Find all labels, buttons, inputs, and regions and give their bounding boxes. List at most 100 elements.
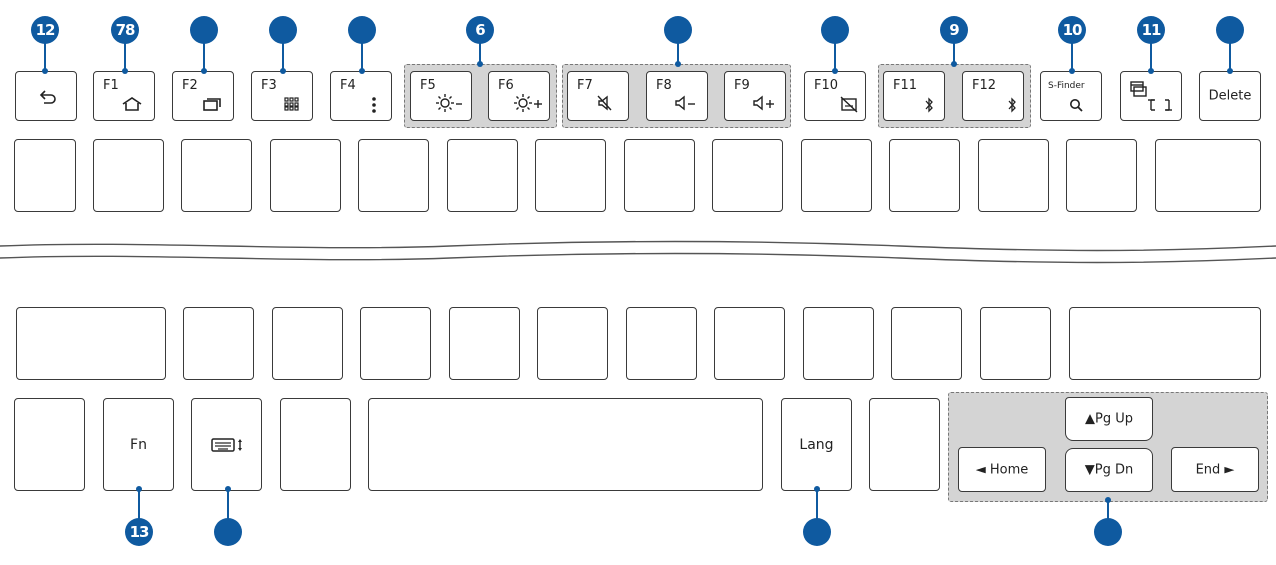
keyboard-key[interactable] (801, 139, 872, 212)
callout-leader (834, 40, 836, 71)
f3-key[interactable]: F3 (251, 71, 313, 121)
search-icon (1070, 99, 1083, 112)
page-up-key[interactable]: ▲Pg Up (1065, 397, 1153, 441)
callout-badge: 6 (466, 16, 494, 44)
callout-leader (124, 40, 126, 71)
space-key[interactable] (368, 398, 763, 491)
multi-window-key[interactable] (1120, 71, 1182, 121)
fn-key[interactable]: Fn (103, 398, 174, 491)
callout-dot (1227, 68, 1233, 74)
keyboard-key[interactable] (270, 139, 341, 212)
f8-key[interactable]: F8 (646, 71, 708, 121)
keyboard-break-lines (0, 240, 1276, 264)
callout-leader (953, 40, 955, 64)
keyboard-key[interactable] (1066, 139, 1137, 212)
end-label: End ► (1195, 462, 1235, 477)
delete-key[interactable]: Delete (1199, 71, 1261, 121)
bluetooth-icon (1008, 97, 1016, 113)
callout-leader (1150, 40, 1152, 71)
keyboard-key[interactable] (869, 398, 940, 491)
home-key[interactable]: ◄ Home (958, 447, 1046, 492)
callout-dot (832, 68, 838, 74)
callout-badge: 13 (125, 518, 153, 546)
callout-leader (479, 40, 481, 64)
callout-leader (282, 40, 284, 71)
f3-label: F3 (261, 78, 277, 93)
back-key[interactable] (15, 71, 77, 121)
f10-label: F10 (814, 78, 839, 93)
f8-label: F8 (656, 78, 672, 93)
keyboard-key[interactable] (978, 139, 1049, 212)
callout-badge (821, 16, 849, 44)
callout-dot (42, 68, 48, 74)
f1-label: F1 (103, 78, 119, 93)
keyboard-key[interactable] (183, 307, 254, 380)
volume-down-icon (675, 95, 695, 111)
keyboard-key[interactable] (624, 139, 695, 212)
keyboard-key[interactable] (537, 307, 608, 380)
keyboard-key[interactable] (93, 139, 164, 212)
keyboard-key[interactable] (1155, 139, 1261, 212)
callout-dot (1105, 497, 1111, 503)
keyboard-key[interactable] (889, 139, 960, 212)
keyboard-key[interactable] (447, 139, 518, 212)
keyboard-key[interactable] (14, 398, 85, 491)
lang-label: Lang (799, 436, 834, 453)
callout-leader (677, 40, 679, 64)
fn-label: Fn (130, 436, 147, 453)
page-down-key[interactable]: ▼Pg Dn (1065, 448, 1153, 492)
keyboard-key[interactable] (891, 307, 962, 380)
callout-leader (1071, 40, 1073, 71)
callout-leader (44, 40, 46, 71)
touchpad-off-icon (840, 96, 858, 113)
keyboard-key[interactable] (714, 307, 785, 380)
f12-key[interactable]: F12 (962, 71, 1024, 121)
f9-key[interactable]: F9 (724, 71, 786, 121)
callout-dot (359, 68, 365, 74)
f4-label: F4 (340, 78, 356, 93)
keyboard-key[interactable] (181, 139, 252, 212)
callout-leader (1229, 40, 1231, 71)
f11-key[interactable]: F11 (883, 71, 945, 121)
volume-up-icon (753, 95, 774, 111)
callout-badge: 11 (1137, 16, 1165, 44)
callout-dot (1148, 68, 1154, 74)
f5-label: F5 (420, 78, 436, 93)
page-up-label: ▲Pg Up (1085, 411, 1133, 427)
callout-leader (1107, 500, 1109, 519)
f5-key[interactable]: F5 (410, 71, 472, 121)
keyboard-key[interactable] (449, 307, 520, 380)
keyboard-key[interactable] (358, 139, 429, 212)
menu-dots-icon (372, 97, 376, 113)
f1-key[interactable]: F1 (93, 71, 155, 121)
keyboard-key[interactable] (272, 307, 343, 380)
keyboard-toggle-key[interactable] (191, 398, 262, 491)
keyboard-key[interactable] (1069, 307, 1261, 380)
lang-key[interactable]: Lang (781, 398, 852, 491)
callout-badge: 9 (940, 16, 968, 44)
keyboard-key[interactable] (360, 307, 431, 380)
f4-key[interactable]: F4 (330, 71, 392, 121)
home-icon (122, 97, 142, 111)
keyboard-key[interactable] (626, 307, 697, 380)
mute-icon (597, 95, 612, 111)
s-finder-key[interactable]: S-Finder (1040, 71, 1102, 121)
keyboard-key[interactable] (280, 398, 351, 491)
f7-key[interactable]: F7 (567, 71, 629, 121)
keyboard-key[interactable] (803, 307, 874, 380)
end-key[interactable]: End ► (1171, 447, 1259, 492)
callout-leader (203, 40, 205, 71)
keyboard-key[interactable] (14, 139, 76, 212)
recent-apps-icon (203, 98, 221, 111)
f2-key[interactable]: F2 (172, 71, 234, 121)
keyboard-key[interactable] (535, 139, 606, 212)
app-grid-icon (284, 97, 299, 111)
callout-leader (361, 40, 363, 71)
bluetooth-icon (925, 97, 933, 113)
keyboard-key[interactable] (980, 307, 1051, 380)
keyboard-key[interactable] (16, 307, 166, 380)
callout-badge (1094, 518, 1122, 546)
f10-key[interactable]: F10 (804, 71, 866, 121)
keyboard-key[interactable] (712, 139, 783, 212)
f6-key[interactable]: F6 (488, 71, 550, 121)
